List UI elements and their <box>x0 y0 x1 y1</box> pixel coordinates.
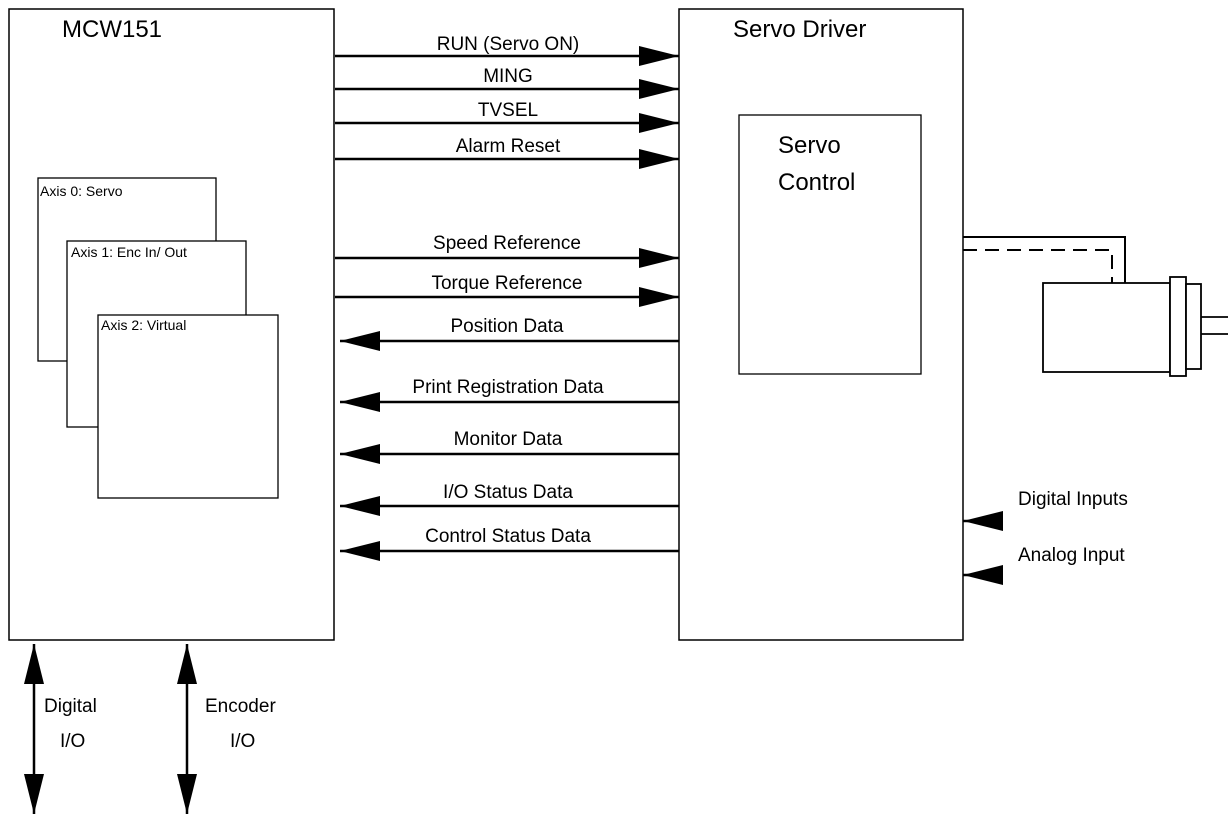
label-analog-input: Analog Input <box>1018 545 1125 566</box>
label-position-data: Position Data <box>450 316 563 337</box>
servo-motor-icon <box>1042 276 1228 377</box>
label-speed-reference: Speed Reference <box>433 233 581 254</box>
driver-title: Servo Driver <box>733 16 866 43</box>
label-io-status-data: I/O Status Data <box>443 482 573 503</box>
axis-0-label: Axis 0: Servo <box>40 183 123 199</box>
label-alarm-reset: Alarm Reset <box>456 136 561 157</box>
controller-title: MCW151 <box>62 16 162 43</box>
servo-control-label-line2: Control <box>778 169 855 196</box>
label-monitor-data: Monitor Data <box>454 429 563 450</box>
axis-2-label: Axis 2: Virtual <box>101 317 186 333</box>
label-tvsel: TVSEL <box>478 100 538 121</box>
axis-2-box <box>97 314 279 499</box>
label-digital-io-line2: I/O <box>60 731 85 752</box>
servo-control-block <box>738 114 922 375</box>
label-encoder-io-line1: Encoder <box>205 696 276 717</box>
label-ming: MING <box>483 66 533 87</box>
label-encoder-io-line2: I/O <box>230 731 255 752</box>
label-digital-io-line1: Digital <box>44 696 97 717</box>
label-digital-inputs: Digital Inputs <box>1018 489 1128 510</box>
label-torque-reference: Torque Reference <box>431 273 582 294</box>
servo-control-label-line1: Servo <box>778 132 841 159</box>
motor-cable-solid <box>963 236 1126 283</box>
axis-1-label: Axis 1: Enc In/ Out <box>71 244 187 260</box>
motor-cable-dashed <box>963 249 1113 283</box>
label-run-servo-on: RUN (Servo ON) <box>437 34 580 55</box>
label-print-registration-data: Print Registration Data <box>412 377 604 398</box>
label-control-status-data: Control Status Data <box>425 526 591 547</box>
